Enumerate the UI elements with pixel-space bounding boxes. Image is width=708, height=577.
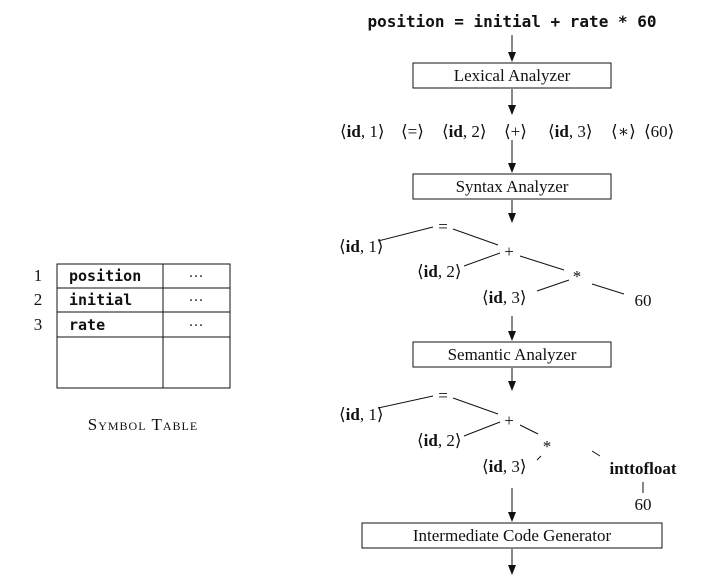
phase-box-semantic-analyzer: Semantic Analyzer [412,341,612,368]
flow-arrow [508,200,516,223]
row-name: initial [69,291,132,309]
tree-node-assign: = [438,386,448,405]
phase-label-semantic-analyzer: Semantic Analyzer [448,345,577,364]
tree-node-literal-60: 60 [635,291,652,310]
tree-node-id-1: ⟨id, 1⟩ [339,405,383,424]
tree-edge [377,226,434,242]
token-plus: ⟨+⟩ [504,122,527,141]
flow-arrow [508,549,516,575]
tree-edge [536,279,570,292]
tree-node-plus: + [504,411,514,430]
phase-label-lexical-analyzer: Lexical Analyzer [454,66,571,85]
row-index: 3 [34,315,43,334]
tree-edge [591,450,601,457]
token-times: ⟨∗⟩ [611,122,636,141]
table-row: 3 rate ··· [34,315,204,334]
token-stream: ⟨id, 1⟩ ⟨=⟩ ⟨id, 2⟩ ⟨+⟩ ⟨id, 3⟩ ⟨∗⟩ ⟨60⟩ [340,122,674,141]
source-statement: position = initial + rate * 60 [368,12,657,31]
tree-edge [519,424,539,435]
phase-label-syntax-analyzer: Syntax Analyzer [456,177,569,196]
phase-box-intermediate-code-generator: Intermediate Code Generator [361,522,663,549]
tree-node-id-3: ⟨id, 3⟩ [482,288,526,307]
token-literal-60: ⟨60⟩ [644,122,674,141]
flow-arrow [508,35,516,62]
token-id-3: ⟨id, 3⟩ [548,122,592,141]
flow-arrow [508,488,516,522]
flow-arrow [508,368,516,391]
tree-node-id-1: ⟨id, 1⟩ [339,237,383,256]
token-id-1: ⟨id, 1⟩ [340,122,384,141]
tree-node-assign: = [438,217,448,236]
token-assign: ⟨=⟩ [401,122,424,141]
tree-node-id-2: ⟨id, 2⟩ [417,262,461,281]
tree-edge [536,455,542,461]
semantic-tree: = + * ⟨id, 1⟩ ⟨id, 2⟩ ⟨id, 3⟩ inttofloat… [339,386,677,514]
tree-edge [452,228,499,246]
tree-node-id-2: ⟨id, 2⟩ [417,431,461,450]
symbol-table-frame [56,263,231,389]
tree-node-times: * [543,437,552,456]
tree-node-id-3: ⟨id, 3⟩ [482,457,526,476]
tree-node-times: * [573,267,582,286]
flow-arrow [508,316,516,341]
flow-arrow [508,140,516,173]
tree-node-inttofloat: inttofloat [609,459,676,478]
tree-node-plus: + [504,242,514,261]
tree-edge [377,395,434,409]
flow-arrow [508,89,516,115]
symbol-table: 1 position ··· 2 initial ··· 3 rate ··· … [34,263,231,434]
tree-edge [463,421,501,437]
token-id-2: ⟨id, 2⟩ [442,122,486,141]
table-row: 1 position ··· [34,266,204,285]
phase-box-lexical-analyzer: Lexical Analyzer [412,62,612,89]
row-attributes: ··· [189,318,204,334]
symbol-table-caption: Symbol Table [88,415,198,434]
tree-edge [519,255,565,271]
row-index: 2 [34,290,43,309]
tree-node-literal-60: 60 [635,495,652,514]
tree-edge [591,283,625,295]
phase-label-intermediate-code-generator: Intermediate Code Generator [413,526,612,545]
row-name: position [69,267,141,285]
row-name: rate [69,316,105,334]
row-attributes: ··· [189,269,204,285]
syntax-tree: = + * ⟨id, 1⟩ ⟨id, 2⟩ ⟨id, 3⟩ 60 [339,217,652,310]
table-row: 2 initial ··· [34,290,204,309]
row-attributes: ··· [189,293,204,309]
tree-edge [452,397,499,415]
row-index: 1 [34,266,43,285]
phase-box-syntax-analyzer: Syntax Analyzer [412,173,612,200]
tree-edge [463,252,501,267]
